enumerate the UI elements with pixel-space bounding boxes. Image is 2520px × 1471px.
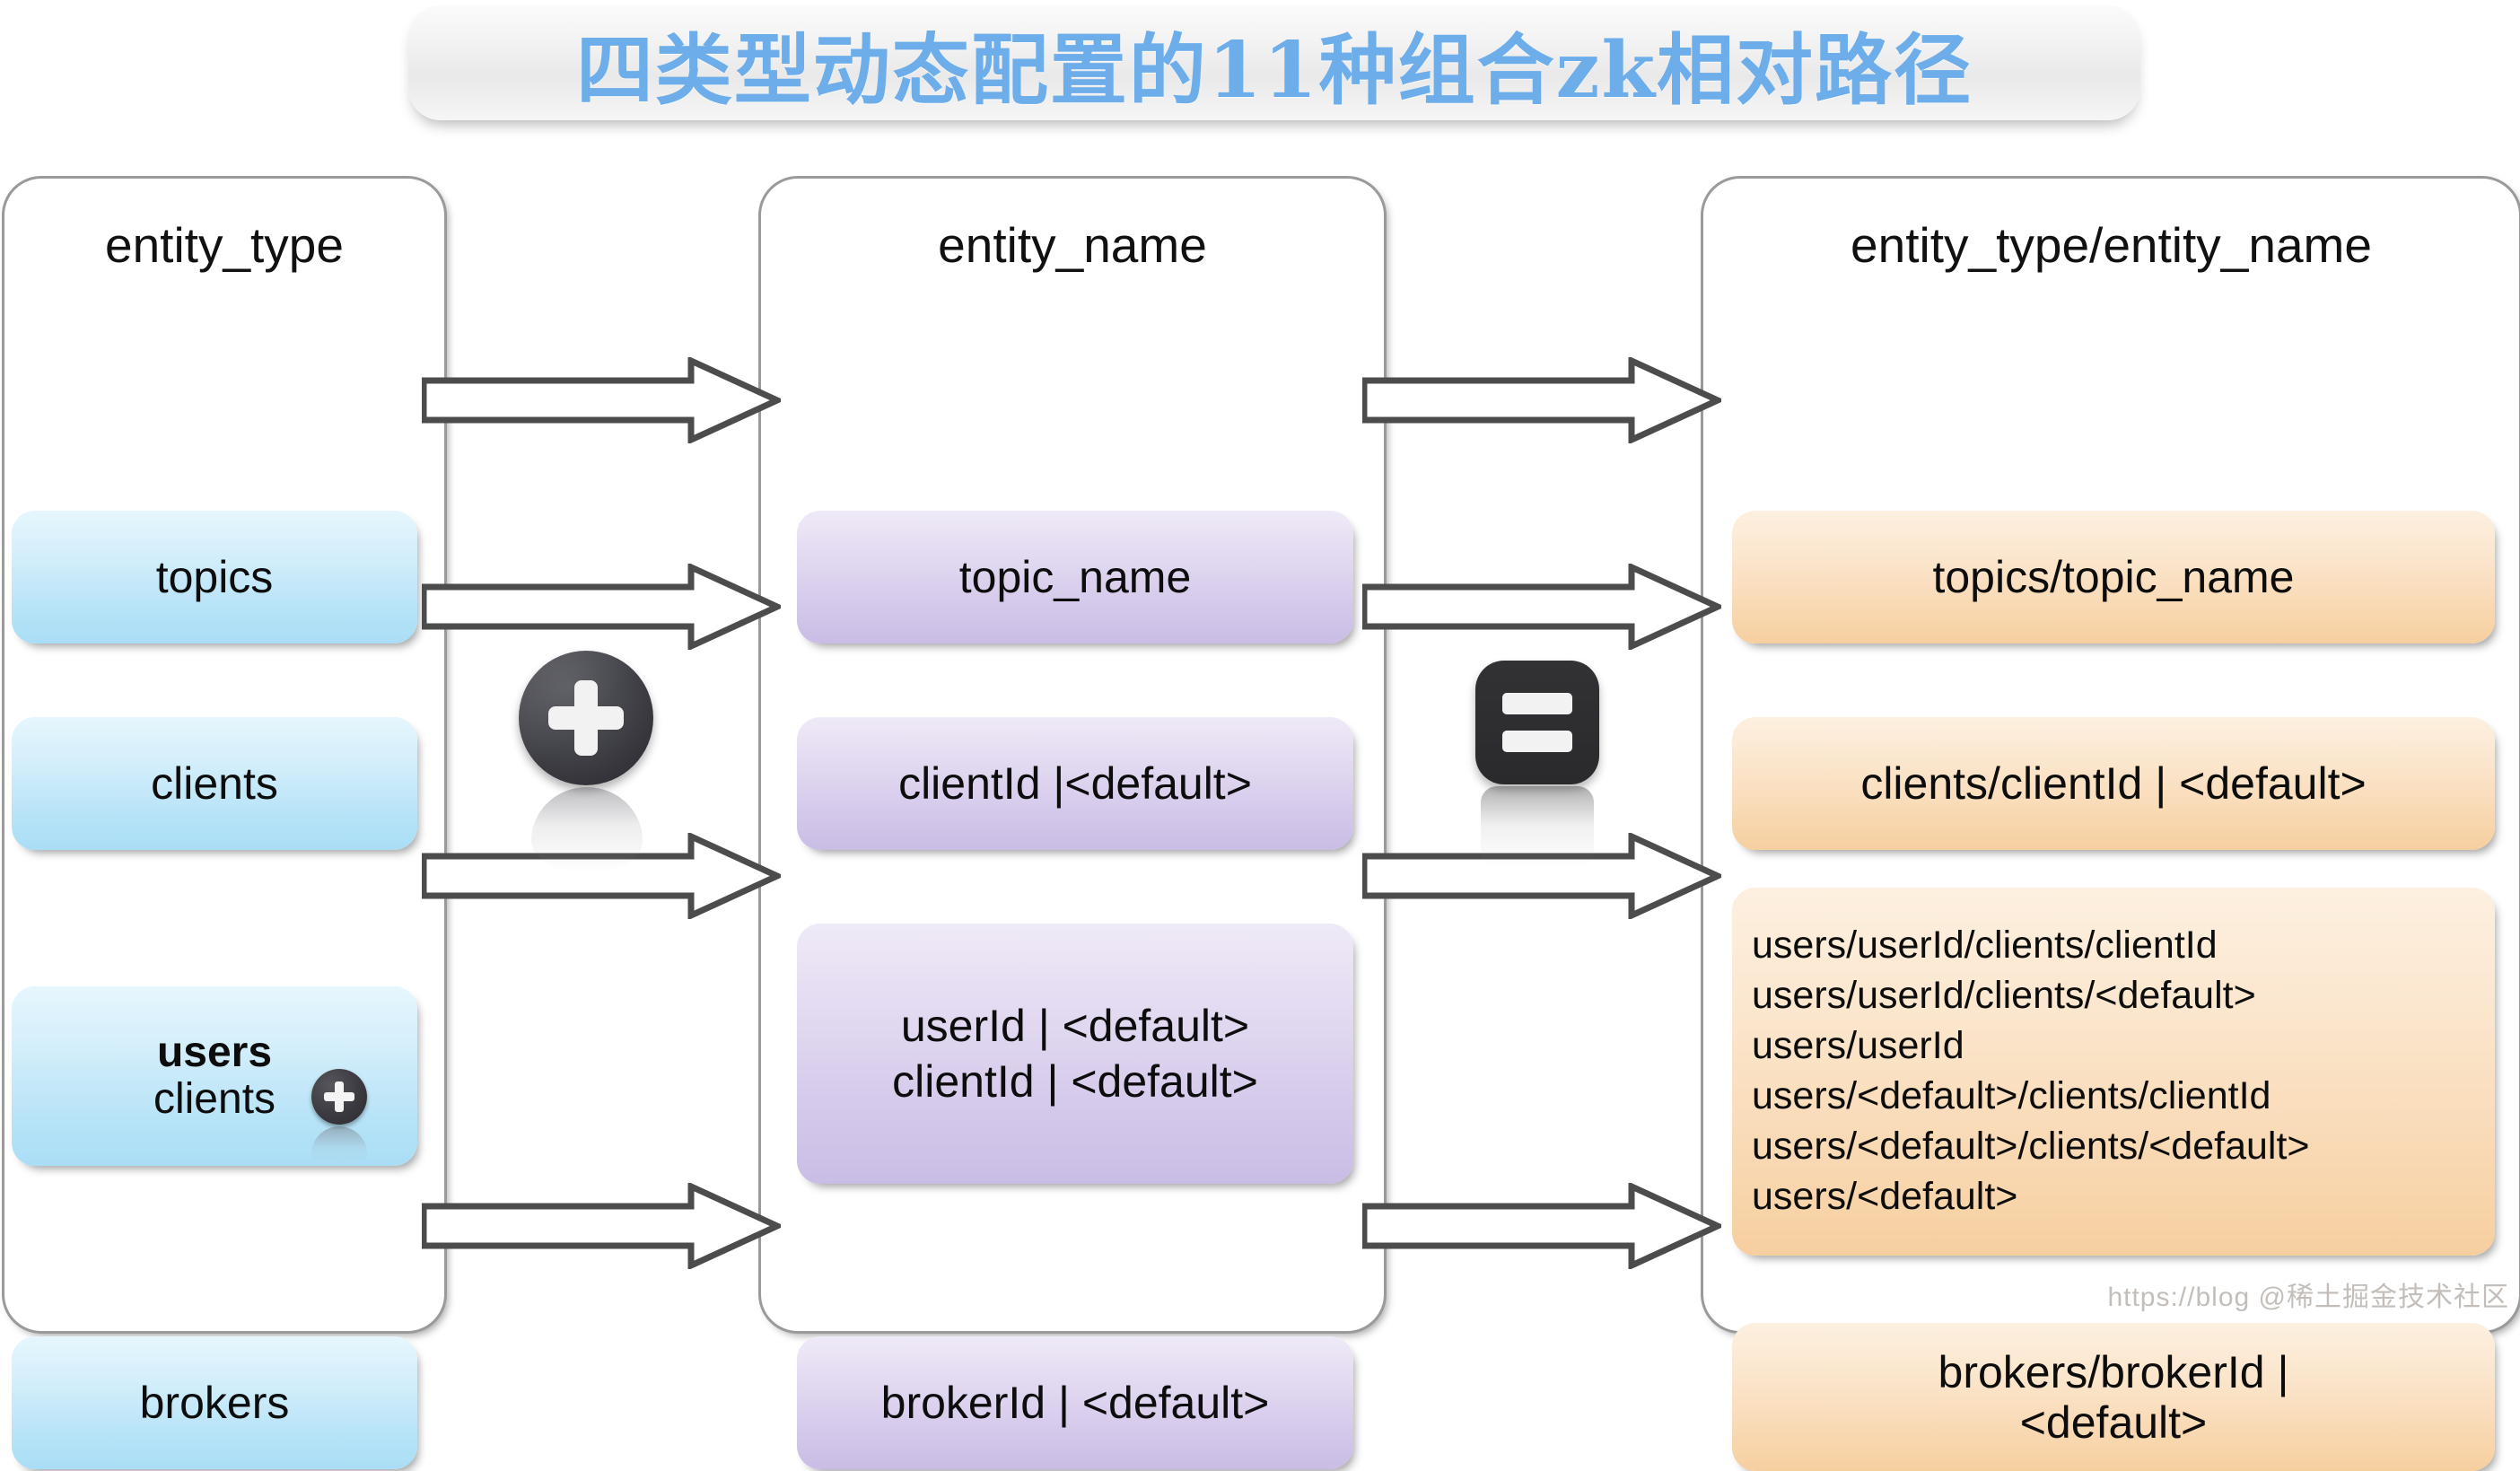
combination-line-3: users/userId <box>1752 1024 1964 1068</box>
combination-line-4: users/<default>/clients/clientId <box>1752 1074 2271 1117</box>
combination-line-6: users/<default> <box>1752 1174 2018 1218</box>
node-topics-topic-name-label: topics/topic_name <box>1932 552 2295 602</box>
page-title: 四类型动态配置的11种组合zk相对路径 <box>575 24 1973 116</box>
node-topic-name-label: topic_name <box>958 552 1192 602</box>
node-broker-id-label: brokerId | <default> <box>880 1378 1270 1428</box>
node-users-clients-label: clients <box>153 1075 276 1123</box>
equals-icon <box>1475 661 1599 784</box>
arrow-topic-name-to-combined <box>1362 357 1721 443</box>
arrow-broker-id-to-combined <box>1362 1183 1721 1269</box>
node-brokers-broker-id-line-2: <default> <box>2019 1397 2208 1448</box>
panel-title-entity-type: entity_type <box>104 217 344 273</box>
arrow-topics-to-topic-name <box>422 357 781 443</box>
node-brokers[interactable]: brokers <box>12 1336 417 1469</box>
node-topics-label: topics <box>155 552 274 602</box>
combination-line-2: users/userId/clients/<default> <box>1752 974 2256 1018</box>
node-brokers-broker-id[interactable]: brokers/brokerId | <default> <box>1732 1323 2495 1471</box>
node-users-clients[interactable]: users clients <box>12 986 417 1166</box>
equals-icon-reflection <box>1481 786 1594 867</box>
plus-icon <box>519 651 653 785</box>
combination-line-1: users/userId/clients/clientId <box>1752 924 2218 968</box>
node-brokers-label: brokers <box>139 1378 290 1428</box>
title-banner: 四类型动态配置的11种组合zk相对路径 <box>408 5 2140 120</box>
equals-bar-bottom <box>1502 731 1572 752</box>
node-broker-id[interactable]: brokerId | <default> <box>797 1336 1353 1469</box>
node-user-id-line: userId | <default> <box>900 1000 1250 1051</box>
panel-entity-name: entity_name topic_name clientId |<defaul… <box>758 176 1387 1469</box>
panel-title-entity-name: entity_name <box>938 217 1207 273</box>
panel-title-combined: entity_type/entity_name <box>1851 217 2372 273</box>
node-client-id-line: clientId | <default> <box>892 1056 1258 1107</box>
arrow-client-id-to-combined <box>1362 564 1721 650</box>
equals-operator <box>1475 661 1599 867</box>
combination-line-5: users/<default>/clients/<default> <box>1752 1124 2310 1168</box>
panel-entity-type-entity-name: entity_type/entity_name topics/topic_nam… <box>1701 176 2520 1471</box>
node-clients[interactable]: clients <box>12 717 417 850</box>
arrow-clients-to-client-id <box>422 564 781 650</box>
arrow-brokers-to-broker-id <box>422 1183 781 1269</box>
plus-icon-reflection <box>531 787 643 873</box>
node-client-id[interactable]: clientId |<default> <box>797 717 1353 850</box>
node-users-label: users <box>156 1029 273 1077</box>
plus-operator <box>519 651 653 873</box>
node-users-combinations[interactable]: users/userId/clients/clientId users/user… <box>1732 888 2495 1256</box>
arrow-users-to-user-id <box>422 833 781 919</box>
node-clients-client-id[interactable]: clients/clientId | <default> <box>1732 717 2495 850</box>
plus-badge-icon <box>311 1069 367 1125</box>
watermark: https://blog @稀土掘金技术社区 <box>2107 1283 2509 1312</box>
node-brokers-broker-id-line-1: brokers/brokerId | <box>1938 1346 2289 1397</box>
node-clients-label: clients <box>151 758 278 809</box>
node-topics-topic-name[interactable]: topics/topic_name <box>1732 511 2495 644</box>
plus-badge-reflection <box>311 1126 367 1166</box>
node-client-id-label: clientId |<default> <box>898 758 1252 809</box>
node-clients-client-id-label: clients/clientId | <default> <box>1860 758 2367 809</box>
arrow-user-client-to-combined <box>1362 833 1721 919</box>
node-topics[interactable]: topics <box>12 511 417 644</box>
node-user-id-client-id[interactable]: userId | <default> clientId | <default> <box>797 924 1353 1184</box>
node-topic-name[interactable]: topic_name <box>797 511 1353 644</box>
panel-entity-type: entity_type topics clients users clients… <box>2 176 447 1469</box>
equals-bar-top <box>1502 693 1572 714</box>
